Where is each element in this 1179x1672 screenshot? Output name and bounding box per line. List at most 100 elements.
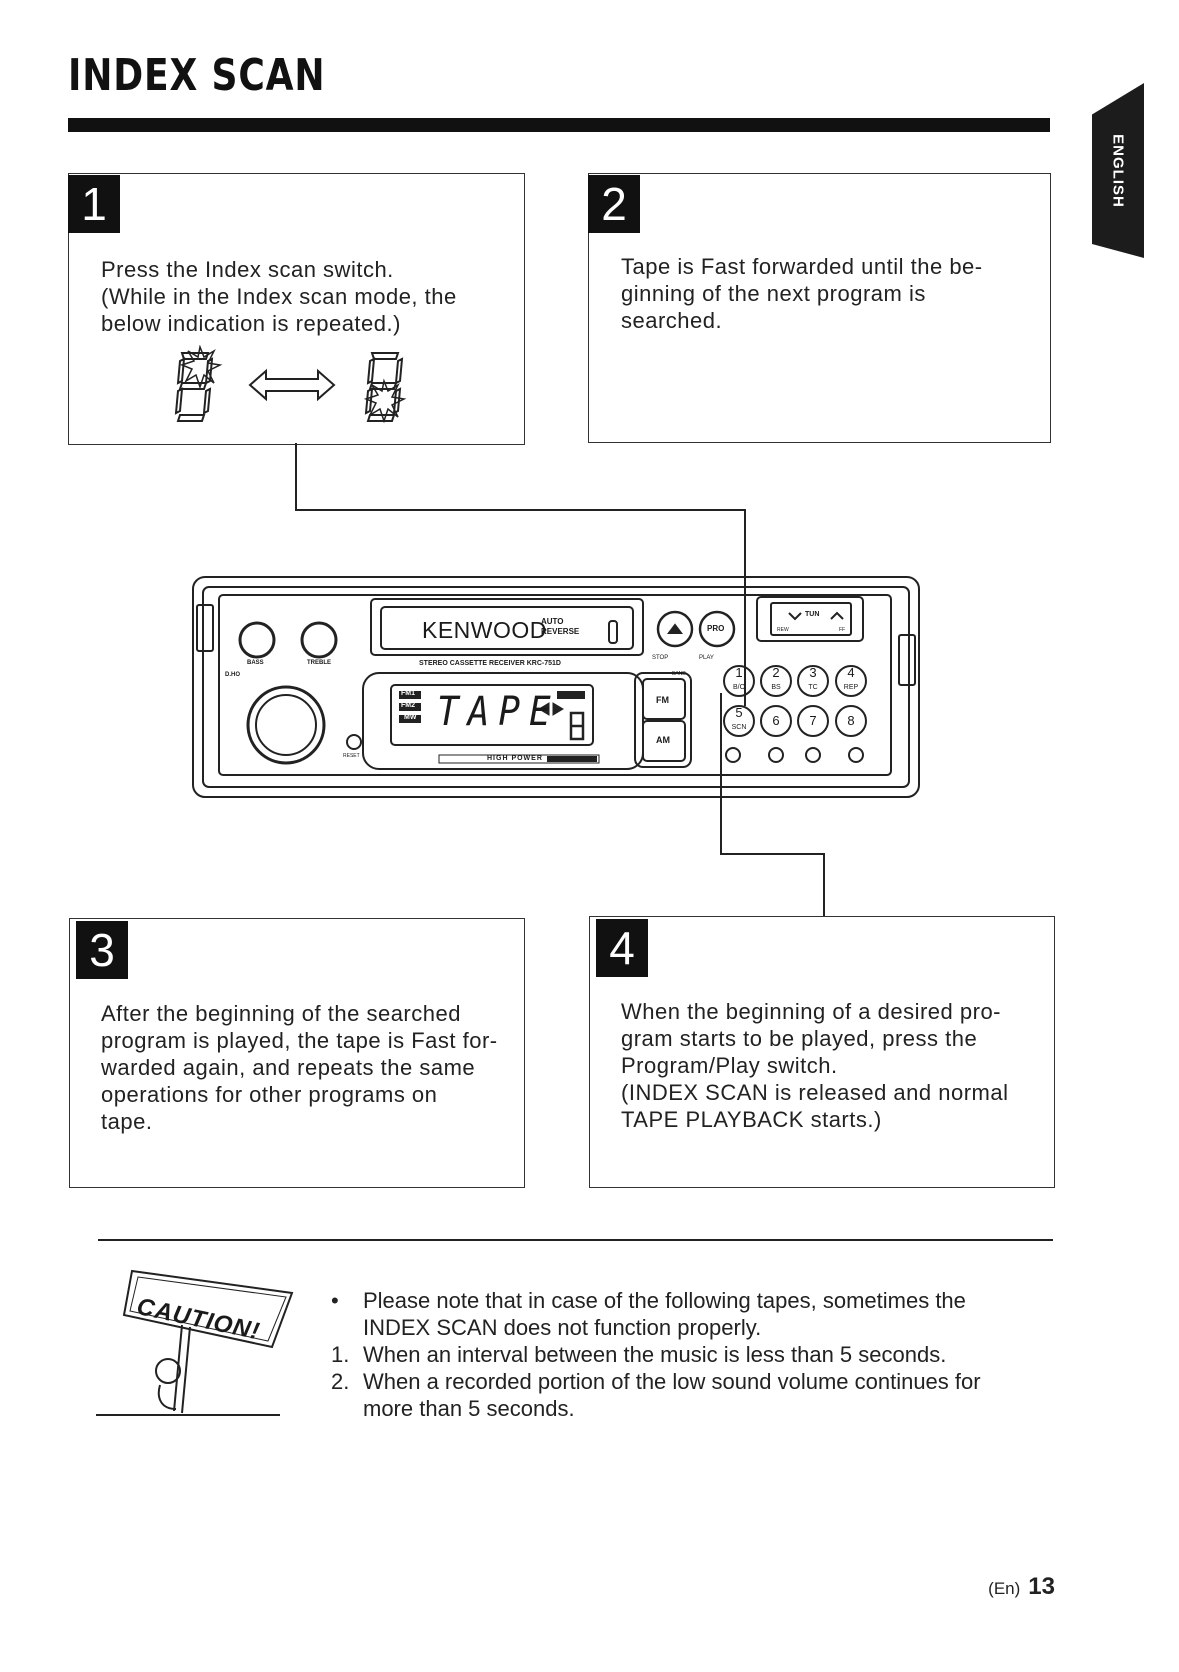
- caution-item: 2. When a recorded portion of the low so…: [331, 1368, 981, 1422]
- connector-line: [720, 853, 824, 855]
- caution-item: • Please note that in case of the follow…: [331, 1287, 981, 1341]
- language-code: (En): [988, 1579, 1021, 1598]
- preset-number: 1: [735, 665, 743, 680]
- fm-button[interactable]: FM: [656, 695, 669, 705]
- step-3-text: After the beginning of the searched prog…: [101, 1000, 498, 1135]
- language-tab: ENGLISH: [1092, 83, 1144, 258]
- caution-line: more than 5 seconds.: [363, 1396, 575, 1421]
- step-2-box: [588, 173, 1051, 443]
- connector-line: [744, 509, 746, 706]
- preset-sub-label: SCN: [731, 724, 747, 731]
- pro-button[interactable]: PRO: [707, 624, 725, 633]
- unit-brand-logo: KENWOOD: [422, 617, 547, 643]
- step-3-line: tape.: [101, 1109, 153, 1134]
- caution-line: Please note that in case of the followin…: [363, 1288, 966, 1313]
- reverse-label: REVERSE: [541, 627, 580, 636]
- preset-button-7[interactable]: 7: [798, 713, 828, 728]
- step-4-line: Program/Play switch.: [621, 1053, 838, 1078]
- index-scan-indication-graphic: [174, 345, 407, 424]
- preset-sub-label: BS: [771, 684, 781, 691]
- step-4-line: (INDEX SCAN is released and normal: [621, 1080, 1009, 1105]
- caution-number: 1.: [331, 1342, 350, 1367]
- caution-line: INDEX SCAN does not function properly.: [363, 1315, 762, 1340]
- preset-sub-label: B/O: [732, 684, 746, 691]
- preset-button-6[interactable]: 6: [761, 713, 791, 728]
- preset-number: 4: [847, 665, 855, 680]
- stop-label: STOP: [652, 655, 669, 661]
- step-3-line: operations for other programs on: [101, 1082, 438, 1107]
- band-label: BAND: [672, 671, 686, 677]
- reset-label: RESET: [343, 753, 360, 759]
- caution-number: 2.: [331, 1369, 350, 1394]
- tun-button[interactable]: TUN: [805, 611, 820, 618]
- model-line-label: STEREO CASSETTE RECEIVER KRC-751D: [419, 660, 561, 667]
- preset-button-8[interactable]: 8: [836, 713, 866, 728]
- caution-bullet: •: [331, 1288, 339, 1313]
- preset-number: 2: [772, 665, 780, 680]
- step-3-line: program is played, the tape is Fast for-: [101, 1028, 498, 1053]
- car-stereo-unit: KENWOOD AUTO REVERSE STEREO CASSETTE REC…: [191, 575, 921, 799]
- step-3-number: 3: [76, 921, 128, 979]
- band-indicator-mw: MW: [404, 714, 417, 721]
- step-3-box: [69, 918, 525, 1188]
- step-3-line: After the beginning of the searched: [101, 1001, 461, 1026]
- band-indicator-fm2: FM2: [401, 702, 415, 709]
- language-tab-label: ENGLISH: [1109, 133, 1127, 208]
- bass-label: BASS: [247, 660, 264, 666]
- band-indicator-fm1: FM1: [401, 690, 415, 697]
- step-1-line: Press the Index scan switch.: [101, 257, 394, 282]
- step-1-box: [68, 173, 525, 445]
- preset-sub-label: REP: [843, 684, 859, 691]
- preset-number: 8: [847, 713, 855, 728]
- dho-label: D.HO: [225, 672, 240, 678]
- page-number: 13: [1028, 1573, 1055, 1600]
- step-1-text: Press the Index scan switch. (While in t…: [101, 256, 457, 337]
- step-2-line: ginning of the next program is: [621, 281, 926, 306]
- section-divider: [98, 1239, 1053, 1241]
- treble-label: TREBLE: [307, 660, 331, 666]
- caution-illustration: CAUTION!: [96, 1263, 296, 1423]
- caution-list: • Please note that in case of the follow…: [331, 1287, 981, 1422]
- step-1-line: below indication is repeated.): [101, 311, 401, 336]
- caution-line: When an interval between the music is le…: [363, 1342, 947, 1367]
- step-4-text: When the beginning of a desired pro- gra…: [621, 998, 1008, 1133]
- connector-line: [823, 853, 825, 916]
- connector-line: [720, 693, 722, 854]
- ff-label: FF: [839, 627, 846, 633]
- step-4-box: [589, 916, 1055, 1188]
- auto-reverse-label: AUTO REVERSE: [541, 617, 579, 637]
- play-label: PLAY: [699, 655, 714, 661]
- connector-line: [295, 509, 745, 511]
- page-title: INDEX SCAN: [68, 50, 326, 101]
- am-button[interactable]: AM: [656, 735, 670, 745]
- high-power-label: HIGH POWER: [487, 755, 543, 762]
- step-2-text: Tape is Fast forwarded until the be- gin…: [621, 253, 983, 334]
- rew-label: REW: [777, 627, 789, 633]
- step-1-line: (While in the Index scan mode, the: [101, 284, 457, 309]
- step-3-line: warded again, and repeats the same: [101, 1055, 476, 1080]
- step-2-line: searched.: [621, 308, 723, 333]
- caution-sign-graphic: [96, 1269, 294, 1416]
- preset-number: 5: [735, 705, 743, 720]
- preset-sub-label: TC: [808, 684, 818, 691]
- step-4-line: gram starts to be played, press the: [621, 1026, 978, 1051]
- unit-outline: [192, 576, 920, 798]
- caution-item: 1. When an interval between the music is…: [331, 1341, 981, 1368]
- step-4-line: When the beginning of a desired pro-: [621, 999, 1002, 1024]
- step-4-line: TAPE PLAYBACK starts.): [621, 1107, 882, 1132]
- step-4-number: 4: [596, 919, 648, 977]
- page-footer: (En) 13: [988, 1573, 1055, 1601]
- auto-label: AUTO: [541, 617, 564, 626]
- step-2-number: 2: [588, 175, 640, 233]
- preset-number: 3: [809, 665, 817, 680]
- title-rule: [68, 118, 1050, 132]
- step-2-line: Tape is Fast forwarded until the be-: [621, 254, 983, 279]
- step-1-number: 1: [68, 175, 120, 233]
- caution-line: When a recorded portion of the low sound…: [363, 1369, 981, 1394]
- connector-line: [295, 443, 297, 510]
